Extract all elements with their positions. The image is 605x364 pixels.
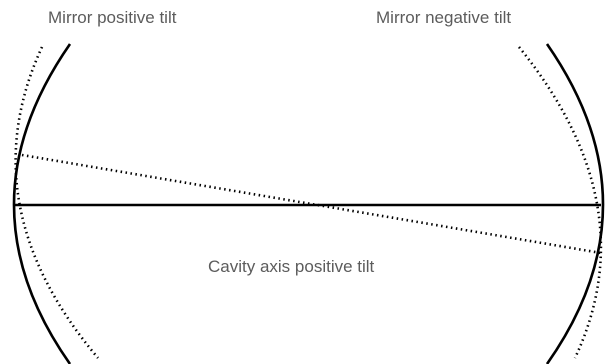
right-mirror-tilted-arc [517,46,603,359]
right-mirror-arc [545,43,605,364]
left-mirror-arc [12,43,72,364]
mirror-positive-tilt-label: Mirror positive tilt [48,8,177,27]
mirror-negative-tilt-label: Mirror negative tilt [376,8,512,27]
cavity-axis-positive-tilt-label: Cavity axis positive tilt [208,257,375,276]
left-mirror-tilted-arc [14,46,99,359]
